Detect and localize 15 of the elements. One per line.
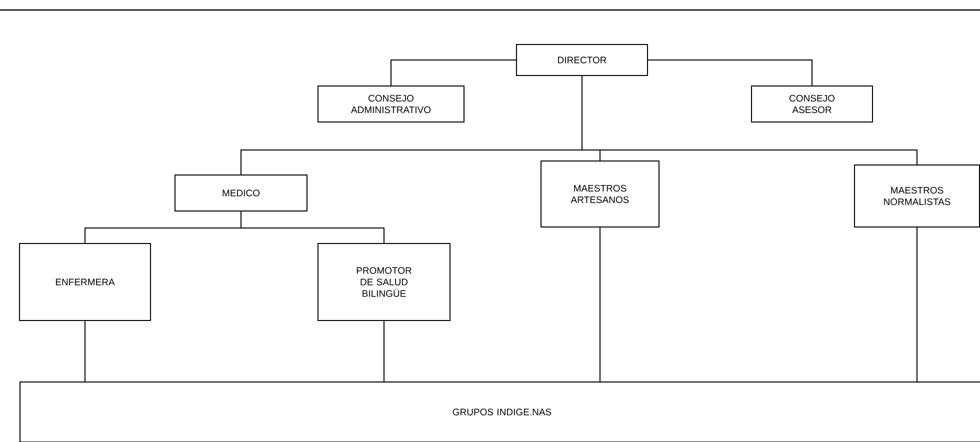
org-box: MAESTROS ARTESANOS — [540, 160, 660, 228]
connector-line — [648, 60, 812, 86]
connector-line — [916, 227, 918, 382]
connector-line — [240, 211, 384, 244]
org-box: MEDICO — [174, 174, 308, 212]
connector-line — [84, 320, 86, 382]
group-band: GRUPOS INDIGE.NAS — [20, 382, 980, 442]
connector-line — [390, 60, 516, 86]
org-box: CONSEJO ADMINISTRATIVO — [318, 86, 464, 122]
org-box: CONSEJO ASESOR — [751, 86, 873, 122]
org-box: ENFERMERA — [19, 243, 151, 321]
org-box: DIRECTOR — [516, 44, 648, 76]
connector-line — [582, 76, 918, 165]
org-box: MAESTROS NORMALISTAS — [854, 164, 980, 228]
org-box: PROMOTOR DE SALUD BILINGÜE — [318, 243, 450, 321]
